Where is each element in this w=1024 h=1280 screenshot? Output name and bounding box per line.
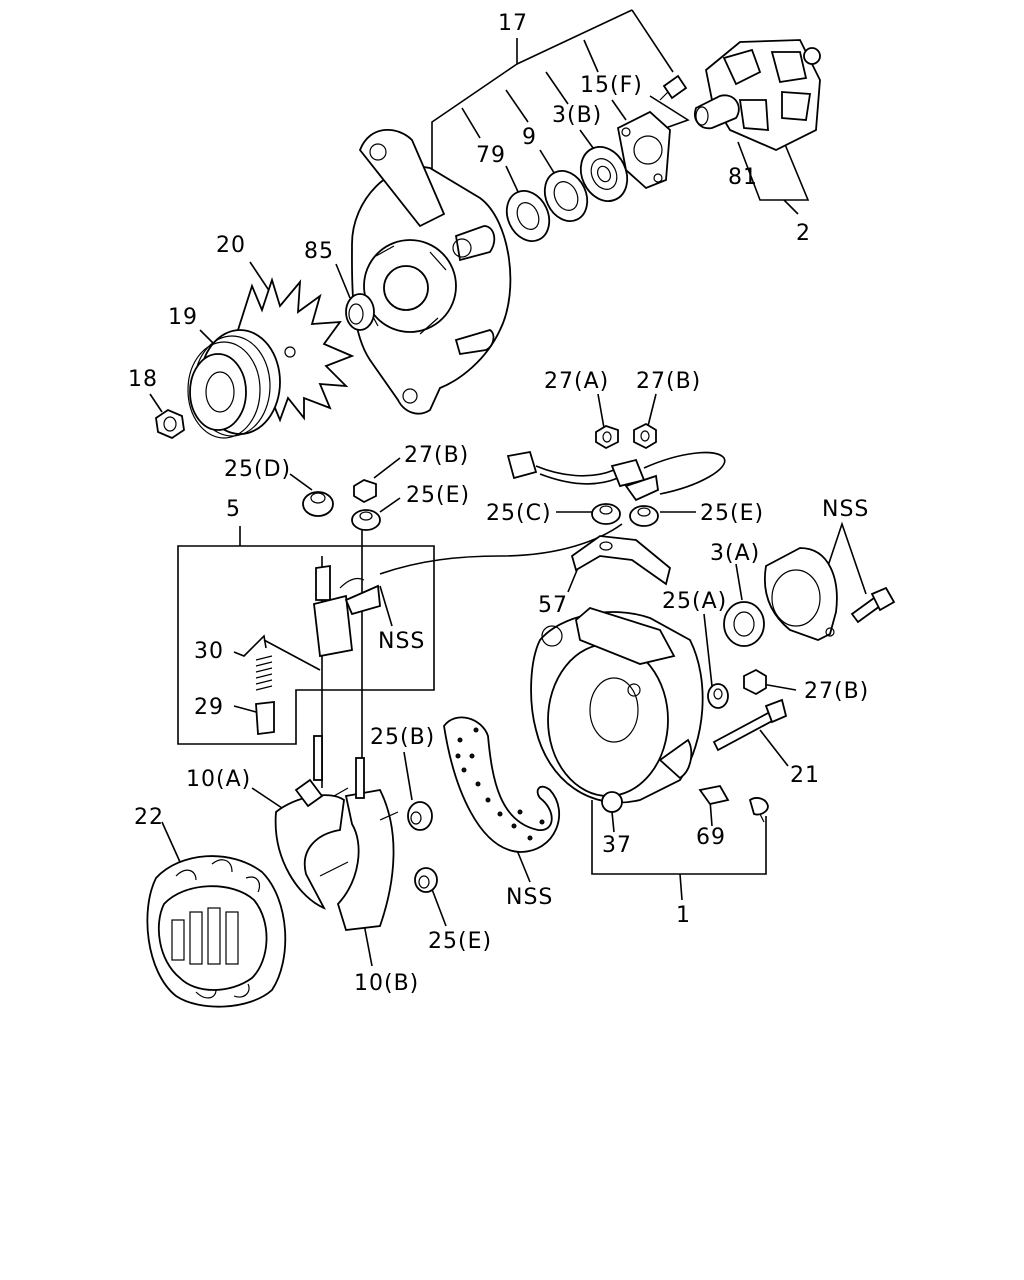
perforated-plate xyxy=(443,716,560,853)
label-25d: 25(D) xyxy=(224,457,291,482)
screw-top xyxy=(659,74,688,101)
terminal-plates xyxy=(274,735,399,931)
housing-small-parts xyxy=(601,784,769,823)
label-18: 18 xyxy=(128,367,158,392)
rear-housing xyxy=(530,606,704,804)
label-57: 57 xyxy=(538,593,568,618)
label-1: 1 xyxy=(676,903,691,928)
spacer xyxy=(345,293,375,331)
label-27b-low: 27(B) xyxy=(804,679,869,704)
through-bolt xyxy=(712,698,788,752)
label-19: 19 xyxy=(168,305,198,330)
callout-labels: 17 15(F) 3(B) 9 79 81 2 20 85 19 18 27(A… xyxy=(128,11,869,996)
label-25e-left: 25(E) xyxy=(406,483,470,508)
label-30: 30 xyxy=(194,639,224,664)
retainer-plate xyxy=(616,110,671,190)
insulators-low xyxy=(407,801,438,893)
label-27a-top: 27(A) xyxy=(544,369,609,394)
label-27b-top: 27(B) xyxy=(636,369,701,394)
label-25e-right: 25(E) xyxy=(700,501,764,526)
label-29: 29 xyxy=(194,695,224,720)
label-17: 17 xyxy=(498,11,528,36)
drive-end-frame xyxy=(351,128,512,415)
rear-bearing-cover xyxy=(723,547,838,647)
label-25b: 25(B) xyxy=(370,725,435,750)
label-10b: 10(B) xyxy=(354,971,419,996)
label-79: 79 xyxy=(476,143,506,168)
label-5: 5 xyxy=(226,497,241,522)
label-15f: 15(F) xyxy=(580,73,643,98)
bearing-stack xyxy=(505,146,629,242)
small-parts-right xyxy=(707,668,767,709)
label-nss-box: NSS xyxy=(378,629,425,654)
label-25c: 25(C) xyxy=(486,501,552,526)
insulators-right xyxy=(591,503,659,527)
rotor xyxy=(694,39,821,151)
label-25a: 25(A) xyxy=(662,589,727,614)
pulley-nut xyxy=(155,408,185,440)
label-81: 81 xyxy=(728,165,758,190)
nuts-top xyxy=(595,422,657,450)
bolt-right xyxy=(850,586,896,624)
pulley xyxy=(187,329,281,439)
wire-harness xyxy=(506,450,726,502)
label-37: 37 xyxy=(602,833,632,858)
label-85: 85 xyxy=(304,239,334,264)
label-2: 2 xyxy=(796,221,811,246)
label-nss-plate: NSS xyxy=(506,885,553,910)
label-9: 9 xyxy=(522,125,537,150)
spring-brush xyxy=(255,655,275,736)
label-3a: 3(A) xyxy=(710,541,760,566)
terminal-insulator xyxy=(570,535,672,586)
label-nss-right: NSS xyxy=(822,497,869,522)
insulators-left xyxy=(302,479,381,531)
label-25e-low: 25(E) xyxy=(428,929,492,954)
label-22: 22 xyxy=(134,805,164,830)
label-21: 21 xyxy=(790,763,820,788)
stator xyxy=(146,855,287,1008)
label-3b: 3(B) xyxy=(552,103,602,128)
label-20: 20 xyxy=(216,233,246,258)
label-27b-mid: 27(B) xyxy=(404,443,469,468)
brush-holder xyxy=(313,564,381,658)
label-10a: 10(A) xyxy=(186,767,251,792)
label-69: 69 xyxy=(696,825,726,850)
